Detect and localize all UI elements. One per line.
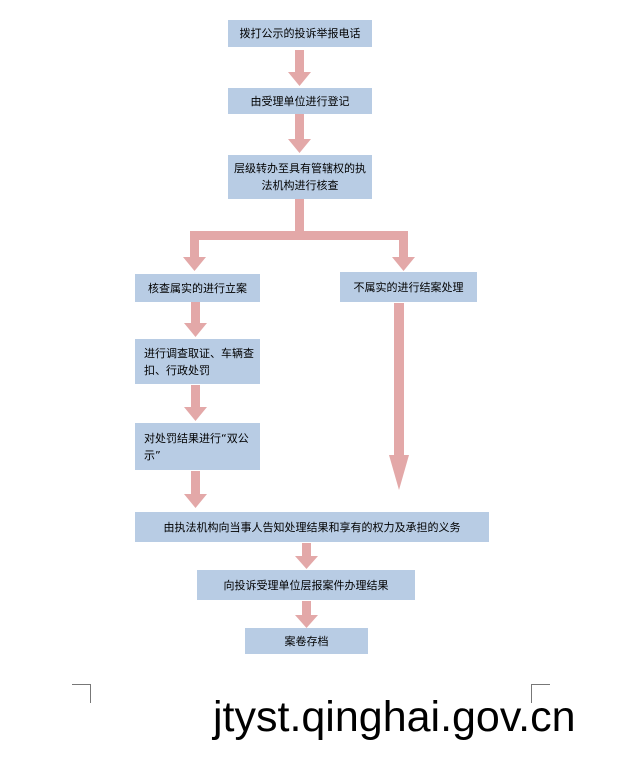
step-register: 由受理单位进行登记 (228, 88, 372, 114)
arrow-split-bar (190, 231, 408, 240)
step-label: 不属实的进行结案处理 (353, 280, 464, 294)
page-corner-mark-left (72, 684, 91, 703)
page-corner-mark-right (531, 684, 550, 703)
arrow-lower-2 (295, 601, 318, 628)
step-label: 拨打公示的投诉举报电话 (239, 27, 361, 40)
step-label: 核查属实的进行立案 (148, 281, 247, 295)
step-not-verified: 不属实的进行结案处理 (340, 272, 477, 302)
step-dial-hotline: 拨打公示的投诉举报电话 (228, 20, 372, 47)
step-label: 向投诉受理单位层报案件办理结果 (223, 578, 389, 592)
step-notify-parties: 由执法机构向当事人告知处理结果和享有的权力及承担的义务 (135, 512, 489, 542)
step-double-publicity: 对处罚结果进行“双公示” (135, 423, 260, 470)
arrow-2 (288, 114, 311, 153)
step-verified-file-case: 核查属实的进行立案 (135, 274, 260, 302)
arrow-left-3 (184, 471, 207, 508)
step-label: 案卷存档 (284, 634, 329, 648)
step-label: 由执法机构向当事人告知处理结果和享有的权力及承担的义务 (163, 520, 461, 534)
arrow-lower-1 (295, 543, 318, 569)
arrow-right-long (389, 303, 409, 490)
step-label: 进行调查取证、车辆查扣、行政处罚 (144, 346, 254, 377)
watermark-url: jtyst.qinghai.gov.cn (213, 693, 576, 741)
step-label: 层级转办至具有管辖权的执法机构进行核查 (234, 162, 366, 192)
arrow-1 (288, 50, 311, 86)
arrow-split-stem (295, 199, 304, 231)
arrow-split-right (392, 240, 415, 271)
step-report-result: 向投诉受理单位层报案件办理结果 (197, 570, 415, 600)
step-investigate: 进行调查取证、车辆查扣、行政处罚 (135, 339, 260, 384)
step-label: 由受理单位进行登记 (250, 94, 350, 108)
arrow-split-left (183, 240, 206, 271)
step-label: 对处罚结果进行“双公示” (144, 431, 249, 462)
arrow-left-1 (184, 302, 207, 337)
arrow-left-2 (184, 385, 207, 421)
step-archive: 案卷存档 (245, 628, 368, 654)
step-transfer: 层级转办至具有管辖权的执法机构进行核查 (228, 155, 372, 199)
